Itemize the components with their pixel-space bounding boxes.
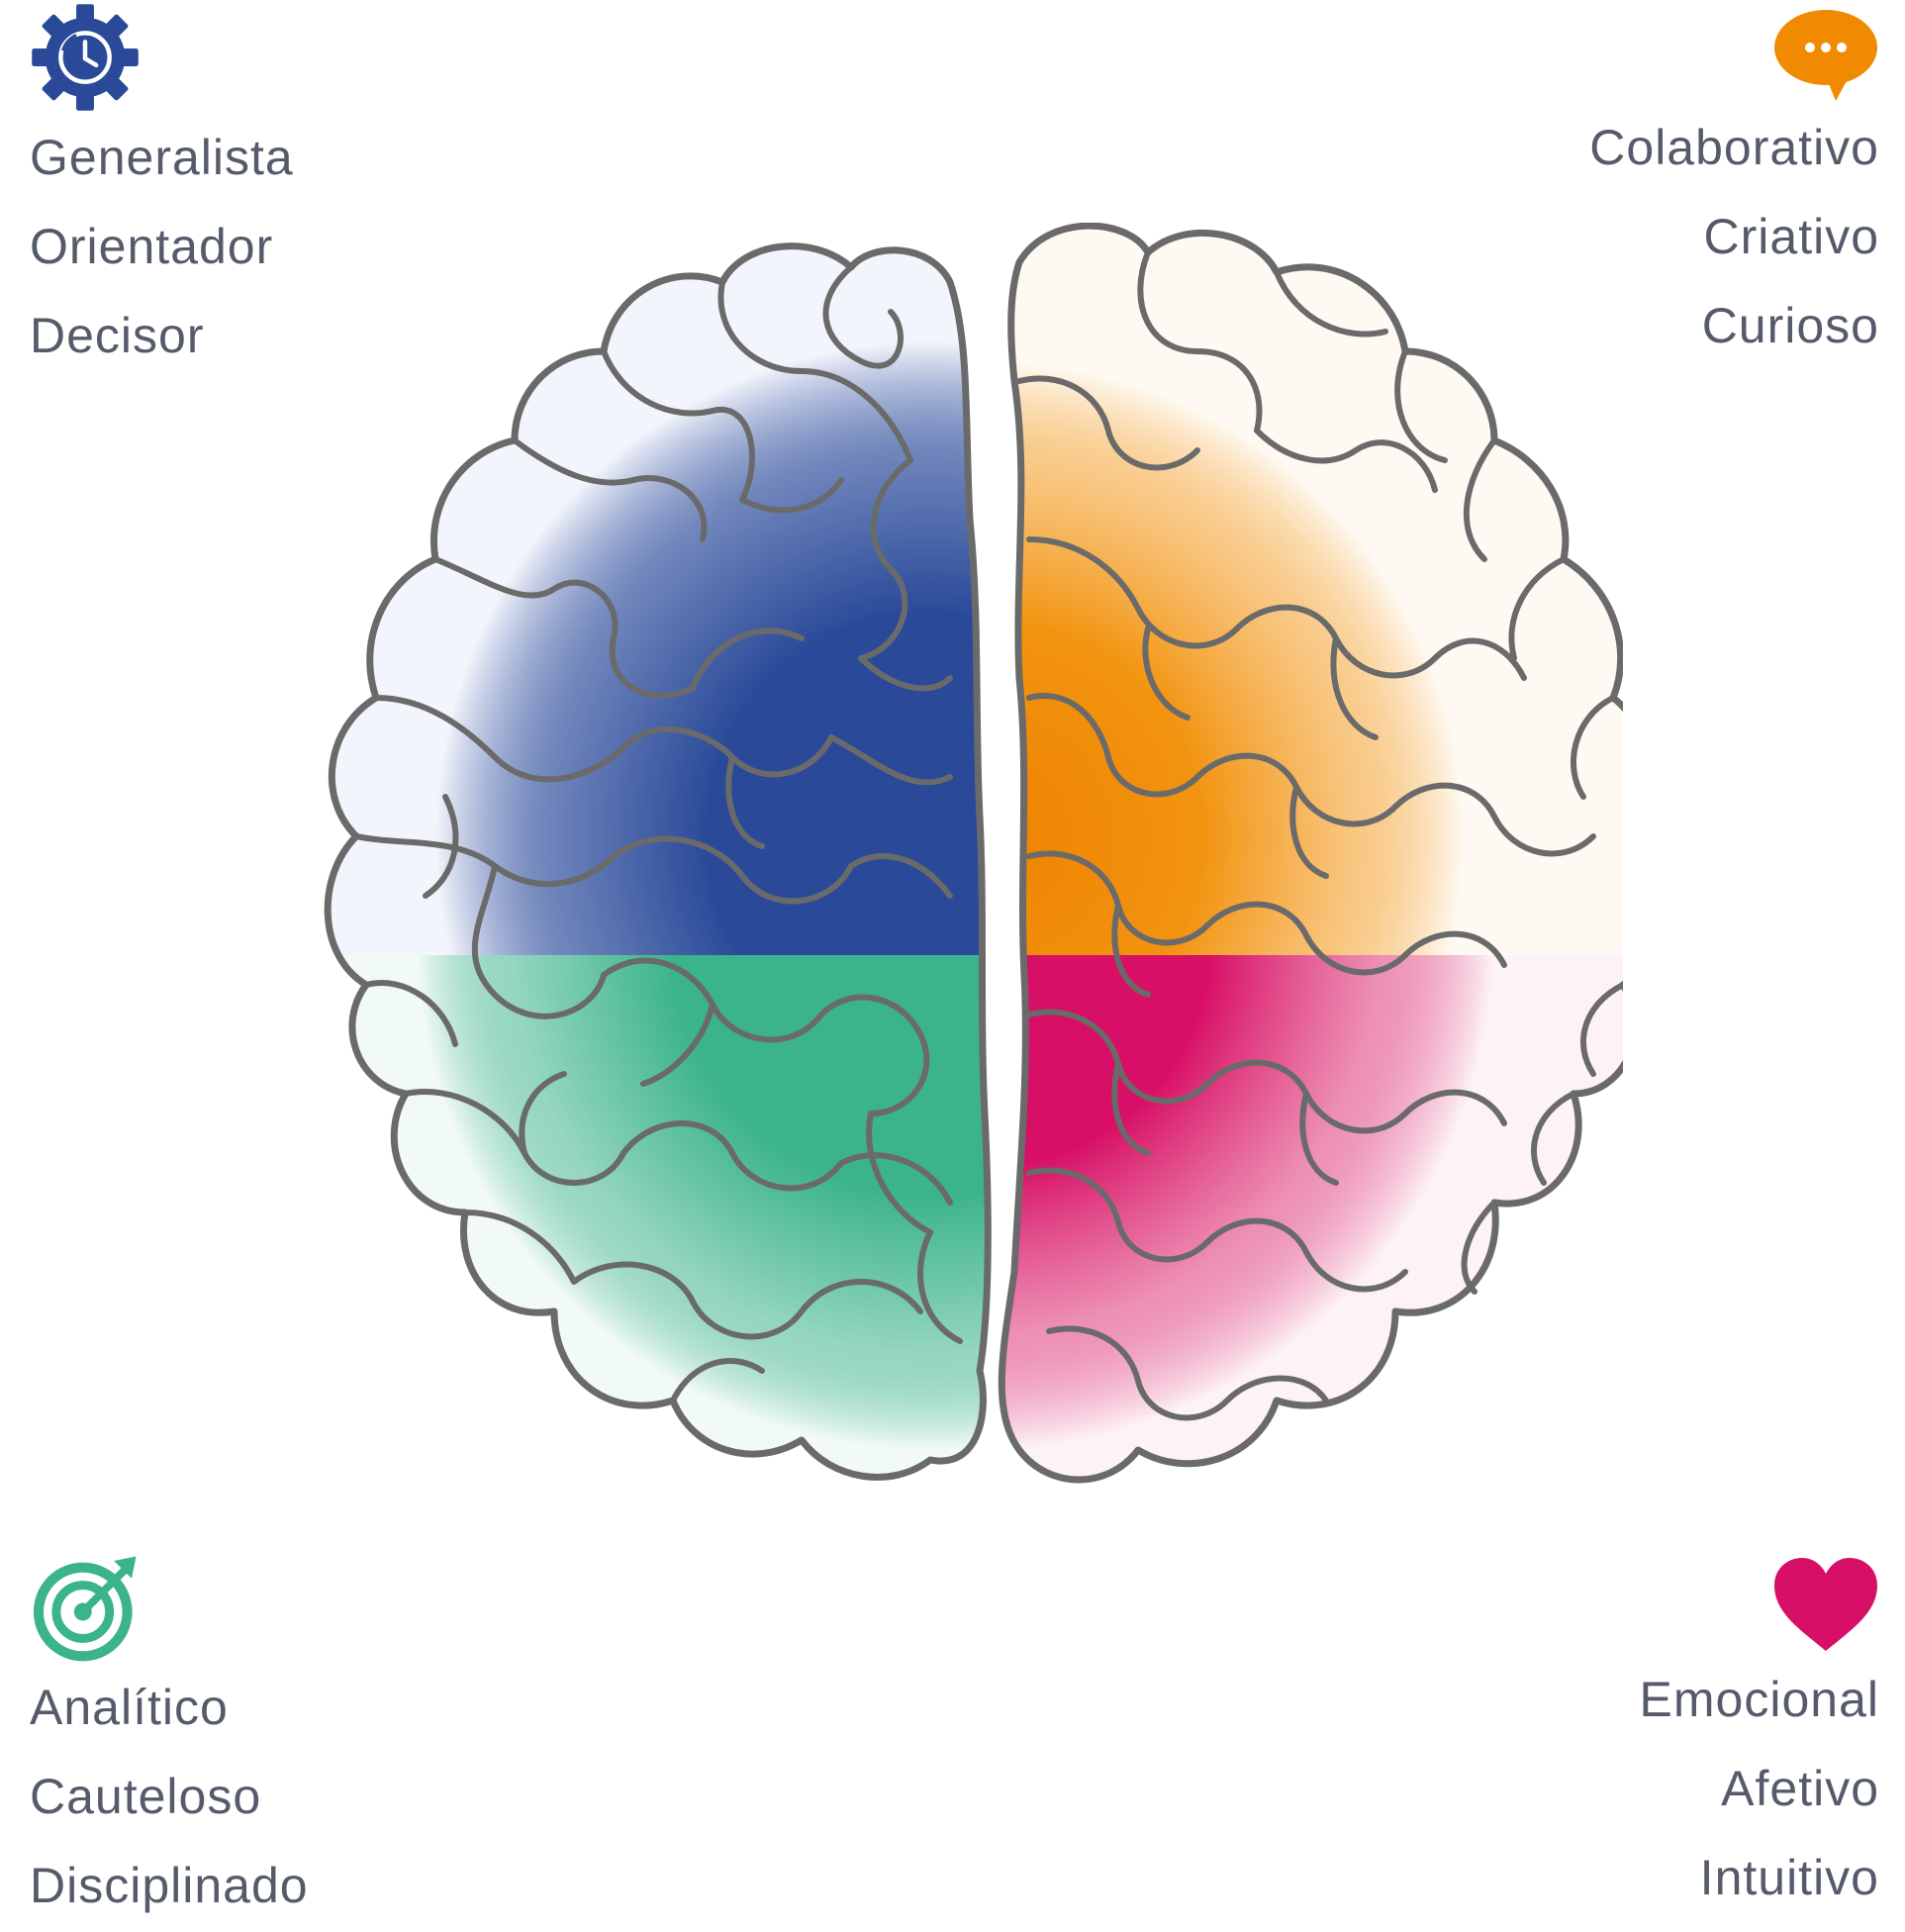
heart-icon [1774, 1558, 1877, 1651]
trait-label: Intuitivo [1699, 1850, 1879, 1905]
trait-label: Afetivo [1721, 1761, 1879, 1816]
quadrant-bottom-right: Emocional Afetivo Intuitivo [1640, 1556, 1879, 1922]
quadrant-top-left: Generalista Orientador Decisor [30, 2, 294, 380]
speech-bubble-icon [1774, 10, 1877, 101]
trait-label: Decisor [30, 308, 205, 363]
right-hemisphere [1001, 226, 1623, 1481]
quadrant-top-right: Colaborativo Criativo Curioso [1589, 8, 1879, 370]
gear-clock-icon [32, 4, 139, 111]
trait-label: Generalista [30, 130, 294, 185]
trait-label: Emocional [1639, 1672, 1879, 1727]
quadrant-bottom-left: Analítico Cauteloso Disciplinado [30, 1552, 309, 1930]
trait-label: Curioso [1701, 298, 1879, 353]
trait-label: Disciplinado [30, 1858, 309, 1913]
brain-folds [353, 249, 1623, 1421]
trait-label: Cauteloso [30, 1769, 262, 1824]
trait-label: Orientador [30, 219, 274, 274]
trait-label: Analítico [30, 1680, 229, 1735]
brain-illustration [297, 223, 1623, 1678]
trait-label: Colaborativo [1589, 120, 1879, 175]
trait-label: Criativo [1703, 209, 1879, 264]
target-icon [33, 1556, 137, 1662]
